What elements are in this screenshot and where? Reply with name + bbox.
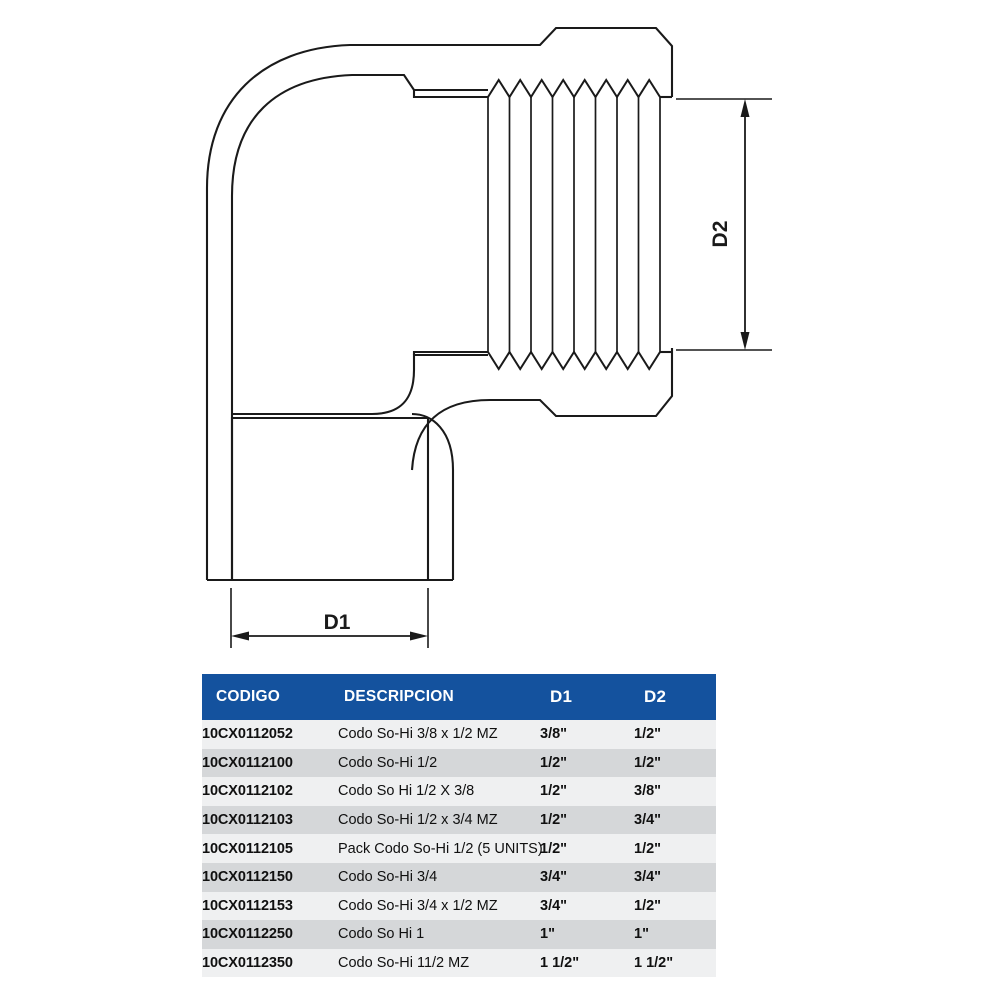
d2-dimension-label: D2 [709,221,732,248]
cell-d1: 1/2" [540,748,634,778]
cell-d2: 1/2" [634,748,716,778]
cell-descripcion: Codo So Hi 1 [338,920,540,949]
thread-crest-top [487,78,661,99]
column-header-descripcion: DESCRIPCION [338,674,540,720]
d2-arrow-bottom [740,332,750,350]
socket-outer-right-wall [411,412,455,580]
cell-codigo: 10CX0112250 [202,920,338,949]
table-header-row: CODIGO DESCRIPCION D1 D2 [202,674,716,720]
thread-crest-bottom [487,350,661,371]
cell-d1: 1/2" [540,834,634,863]
cell-descripcion: Codo So-Hi 3/4 x 1/2 MZ [338,891,540,921]
cell-d2: 1/2" [634,834,716,863]
fitting-lower-inner-profile [232,353,488,416]
column-header-d2: D2 [634,674,716,720]
fitting-outer-profile [205,26,674,580]
cell-codigo: 10CX0112103 [202,805,338,835]
cell-descripcion: Codo So-Hi 11/2 MZ [338,948,540,978]
cell-descripcion: Codo So-Hi 3/8 x 1/2 MZ [338,720,540,749]
thread-upper-roots [487,97,661,352]
cell-descripcion: Codo So-Hi 1/2 [338,748,540,778]
column-header-d1: D1 [540,674,634,720]
cell-descripcion: Codo So-Hi 3/4 [338,862,540,892]
cell-descripcion: Codo So-Hi 1/2 x 3/4 MZ [338,805,540,835]
cell-d2: 3/4" [634,805,716,835]
thread-left-shoulder-bottom [412,350,488,355]
cell-d2: 1/2" [634,891,716,921]
cell-d2: 3/4" [634,862,716,892]
cell-codigo: 10CX0112105 [202,834,338,863]
cell-d1: 1 1/2" [540,948,634,978]
socket-hub-rect [230,416,430,582]
d1-arrow-left [231,631,249,641]
d1-arrow-right [410,631,428,641]
cell-d2: 1" [634,920,716,949]
table-head: CODIGO DESCRIPCION D1 D2 [202,674,716,720]
cell-d1: 3/4" [540,862,634,892]
cell-d1: 3/4" [540,891,634,921]
cell-d2: 1/2" [634,720,716,749]
thread-left-shoulder-top [412,90,488,99]
cell-d1: 3/8" [540,720,634,749]
cell-d2: 1 1/2" [634,948,716,978]
cell-d1: 1/2" [540,805,634,835]
cell-codigo: 10CX0112150 [202,862,338,892]
cell-descripcion: Codo So Hi 1/2 X 3/8 [338,777,540,806]
cell-codigo: 10CX0112100 [202,748,338,778]
cell-d2: 3/8" [634,777,716,806]
column-header-codigo: CODIGO [202,674,338,720]
cell-codigo: 10CX0112052 [202,720,338,749]
fitting-lower-outer-profile [410,348,674,471]
elbow-fitting-drawing: D2 D1 [205,26,772,648]
cell-descripcion: Pack Codo So-Hi 1/2 (5 UNITS) [338,834,543,863]
d1-dimension-label: D1 [324,611,351,634]
cell-d1: 1" [540,920,634,949]
cell-codigo: 10CX0112350 [202,948,338,978]
cell-d1: 1/2" [540,777,634,806]
d2-arrow-top [740,99,750,117]
cell-codigo: 10CX0112153 [202,891,338,921]
fitting-inner-profile [230,73,488,580]
cell-codigo: 10CX0112102 [202,777,338,806]
